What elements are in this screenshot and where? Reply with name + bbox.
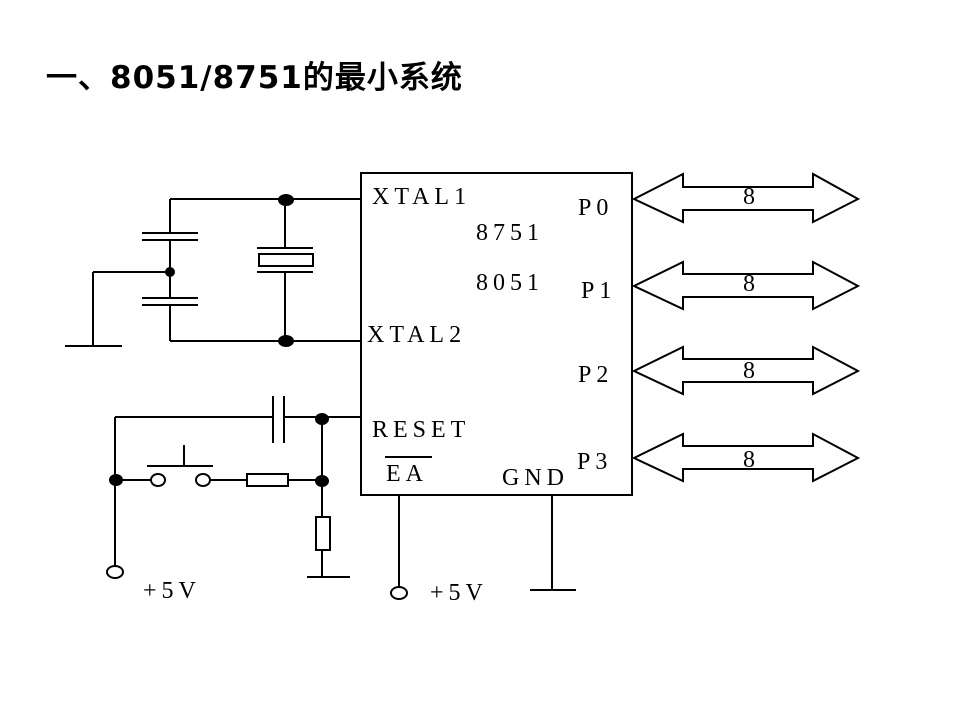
- model-label-8751: 8751: [476, 220, 544, 246]
- xtal2-label: XTAL2: [367, 322, 466, 348]
- ea-label: EA: [386, 461, 428, 487]
- reset-circuit: [106, 396, 361, 579]
- xtal1-label: XTAL1: [372, 184, 471, 210]
- crystal-icon: [258, 253, 314, 267]
- p2-bus-arrow: [631, 345, 861, 396]
- junction-dot: [278, 335, 294, 347]
- oscillator-circuit: [65, 194, 361, 347]
- p1-bus-arrow: [631, 260, 861, 311]
- junction-dot: [315, 475, 329, 487]
- port-label-p3: P3: [577, 449, 612, 475]
- page-title: 一、8051/8751的最小系统: [46, 60, 463, 96]
- port-label-p1: P1: [581, 278, 616, 304]
- switch-contact-icon: [195, 473, 211, 487]
- bus-width-p0: 8: [743, 184, 760, 210]
- bus-width-p1: 8: [743, 271, 760, 297]
- switch-contact-icon: [150, 473, 166, 487]
- p0-bus-arrow: [631, 172, 861, 224]
- terminal-icon: [106, 565, 124, 579]
- bus-width-p3: 8: [743, 447, 760, 473]
- resistor-icon: [246, 473, 289, 487]
- junction-dot: [165, 267, 175, 277]
- reset-label: RESET: [372, 417, 470, 443]
- junction-dot: [278, 194, 294, 206]
- supply-label-reset: +5V: [143, 578, 201, 604]
- terminal-icon: [390, 586, 408, 600]
- bus-width-p2: 8: [743, 358, 760, 384]
- resistor-icon: [315, 516, 331, 551]
- p3-bus-arrow: [631, 432, 861, 483]
- port-label-p0: P0: [578, 195, 613, 221]
- junction-dot: [315, 413, 329, 425]
- model-label-8051: 8051: [476, 270, 544, 296]
- supply-label-ea: +5V: [430, 580, 488, 606]
- gnd-label: GND: [502, 465, 569, 491]
- chip-body: [360, 172, 633, 496]
- port-label-p2: P2: [578, 362, 613, 388]
